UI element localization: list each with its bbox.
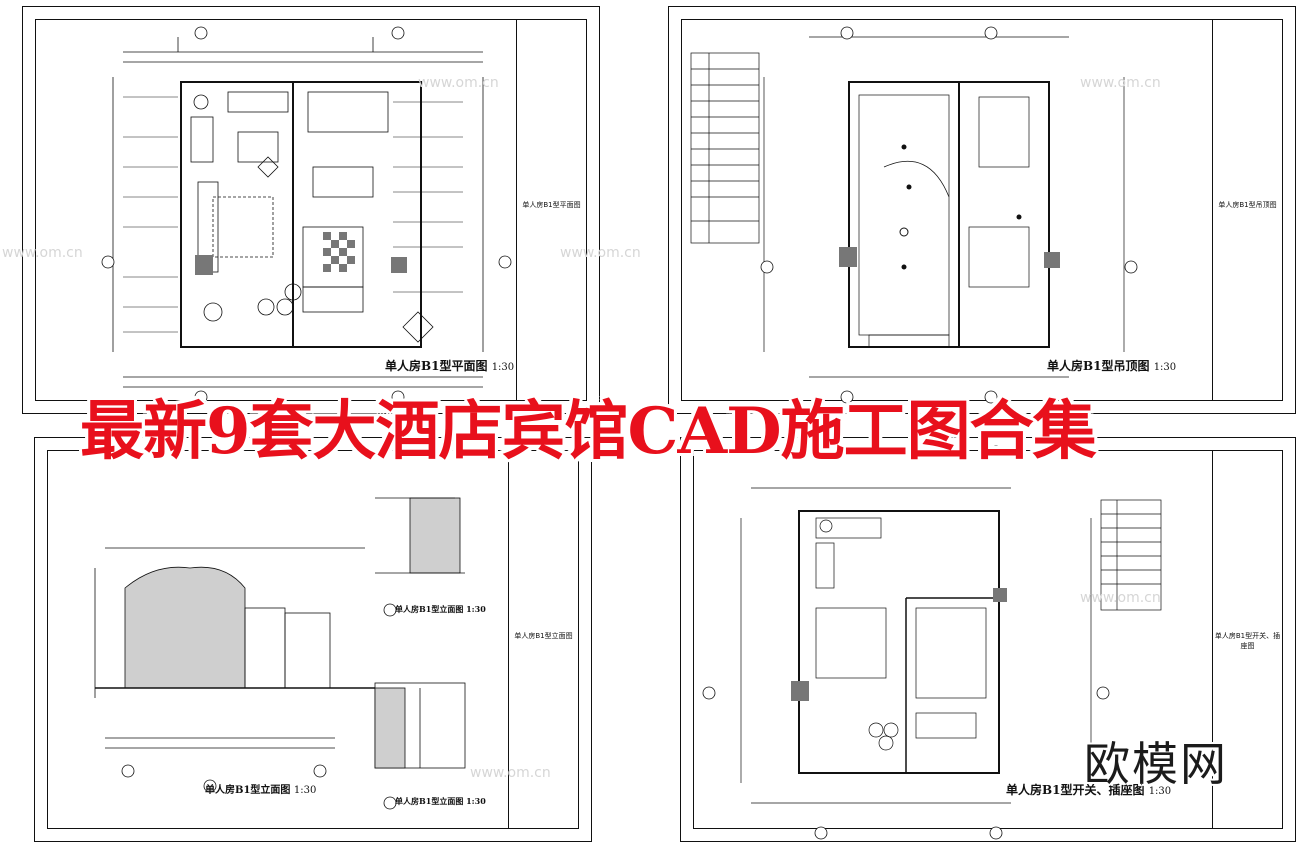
watermark: www.om.cn <box>418 75 499 91</box>
title-block-name: 单人房B1型吊顶图 <box>1218 201 1277 209</box>
sheet-ceiling-plan: 单人房B1型吊顶图 <box>668 6 1296 414</box>
sheet-title: 单人房B1型立面图 1:30 <box>205 785 317 796</box>
watermark: www.om.cn <box>2 245 83 261</box>
title-block-name: 单人房B1型立面图 <box>514 632 573 640</box>
sheet-border: 单人房B1型开关、插座图 <box>693 450 1283 829</box>
sheet-border: 单人房B1型平面图 <box>35 19 587 401</box>
sheet-border: 单人房B1型立面图 <box>47 450 579 829</box>
watermark: www.om.cn <box>1080 590 1161 606</box>
sheet-title: 单人房B1型平面图 1:30 <box>385 359 515 373</box>
elevation-subtitle-1: 单人房B1型立面图 1:30 <box>395 604 486 614</box>
watermark: www.om.cn <box>560 245 641 261</box>
sheet-title: 单人房B1型吊顶图 1:30 <box>1047 359 1177 373</box>
sheet-title: 单人房B1型开关、插座图 1:30 <box>1006 783 1172 797</box>
electrical-plan-drawing <box>702 445 1162 840</box>
sheet-electrical-plan: 单人房B1型开关、插座图 <box>680 437 1296 842</box>
sheet-border: 单人房B1型吊顶图 <box>681 19 1283 401</box>
watermark: www.om.cn <box>1080 75 1161 91</box>
title-block: 单人房B1型立面图 <box>508 451 578 828</box>
brand-logo: 欧模网 <box>1084 737 1228 791</box>
title-block: 单人房B1型开关、插座图 <box>1212 451 1282 828</box>
watermark: www.om.cn <box>470 765 551 781</box>
elevation-subtitle-2: 单人房B1型立面图 1:30 <box>395 796 486 806</box>
sheet-elevation: 单人房B1型立面图 单人房B1型立面图 1:30 单人房B1型立面图 1:30 … <box>34 437 592 842</box>
banner-title: 最新9套大酒店宾馆CAD施工图合集 <box>80 394 1097 469</box>
title-block: 单人房B1型平面图 <box>516 20 586 400</box>
sheet-floor-plan: 单人房B1型平面图 <box>22 6 600 414</box>
ceiling-plan-drawing <box>690 26 1138 404</box>
floor-plan-drawing <box>101 26 512 404</box>
title-block-name: 单人房B1型开关、插座图 <box>1214 632 1281 650</box>
title-block-name: 单人房B1型平面图 <box>522 201 581 209</box>
title-block: 单人房B1型吊顶图 <box>1212 20 1282 400</box>
elevation-drawing <box>94 497 466 810</box>
